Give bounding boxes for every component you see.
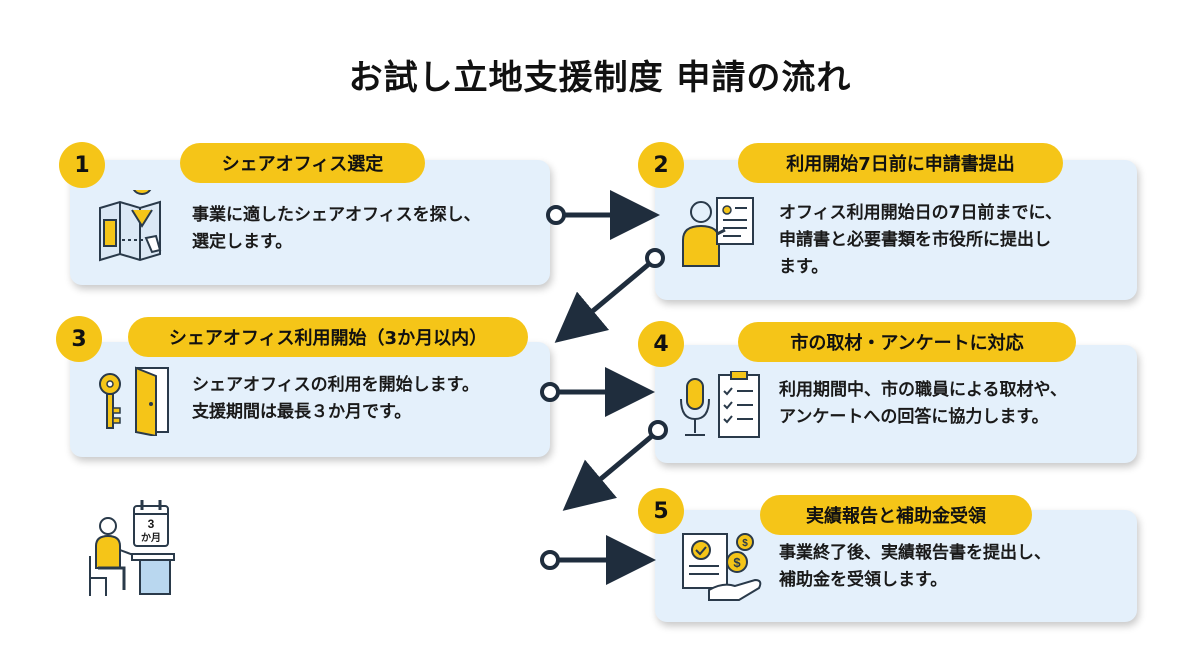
step-label-5: 実績報告と補助金受領 — [760, 495, 1032, 535]
arrow-2-to-3 — [554, 248, 665, 343]
step-label-4: 市の取材・アンケートに対応 — [738, 322, 1076, 362]
step-card-2: オフィス利用開始日の7日前までに、 申請書と必要書類を市役所に提出し ます。 — [655, 160, 1137, 300]
step-description-5: 事業終了後、実績報告書を提出し、 補助金を受領します。 — [779, 543, 1051, 590]
mic-checklist-icon — [680, 371, 760, 438]
arrow-3-to-4 — [540, 367, 655, 417]
page-title: お試し立地支援制度 申請の流れ — [348, 58, 852, 98]
report-money-icon: $ $ — [682, 533, 762, 601]
calendar-worker-icon: 3 か月 — [89, 500, 175, 596]
calendar-unit: か月 — [141, 532, 161, 544]
step-description-2: オフィス利用開始日の7日前までに、 申請書と必要書類を市役所に提出し ます。 — [779, 203, 1062, 277]
svg-text:$: $ — [742, 538, 748, 549]
arrow-to-5 — [540, 535, 656, 585]
step-description-4: 利用期間中、市の職員による取材や、 アンケートへの回答に協力します。 — [779, 380, 1067, 427]
step-card-4: 利用期間中、市の職員による取材や、 アンケートへの回答に協力します。 — [655, 345, 1137, 463]
step-number-5: 5 — [638, 488, 684, 534]
step-label-2: 利用開始7日前に申請書提出 — [738, 143, 1063, 183]
step-label-1: シェアオフィス選定 — [180, 143, 425, 183]
step-label-3: シェアオフィス利用開始（3か月以内） — [128, 317, 528, 357]
step-number-2: 2 — [638, 142, 684, 188]
step-number-1: 1 — [59, 142, 105, 188]
arrow-4-to-5 — [562, 420, 668, 511]
svg-text:$: $ — [733, 555, 741, 570]
key-door-icon — [99, 366, 169, 436]
step-description-1: 事業に適したシェアオフィスを探し、 選定します。 — [192, 205, 481, 252]
map-office-icon — [99, 190, 162, 262]
arrow-1-to-2 — [546, 190, 660, 240]
step-number-3: 3 — [56, 316, 102, 362]
step-card-3: シェアオフィスの利用を開始します。 支援期間は最長３か月です。 — [70, 342, 550, 457]
document-person-icon — [682, 197, 754, 267]
step-description-3: シェアオフィスの利用を開始します。 支援期間は最長３か月です。 — [192, 375, 479, 422]
step-number-4: 4 — [638, 321, 684, 367]
calendar-number: 3 — [148, 517, 155, 531]
